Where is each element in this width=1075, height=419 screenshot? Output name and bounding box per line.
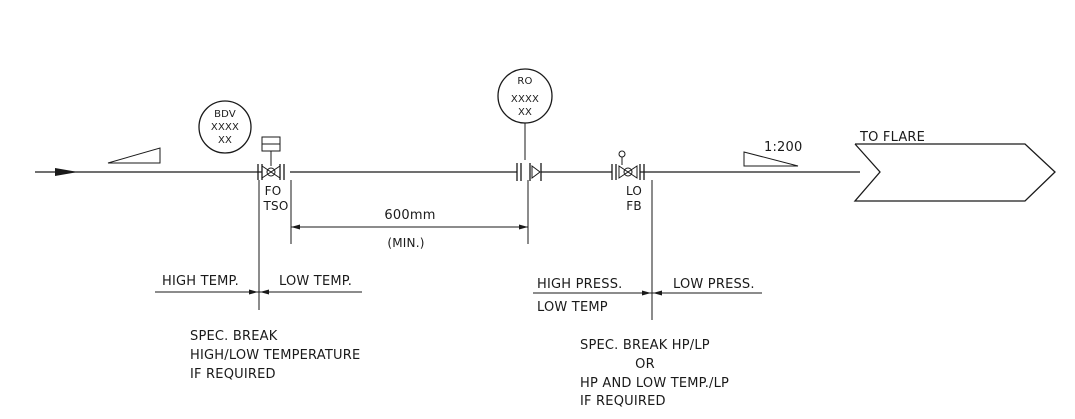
temp-note-line2: HIGH/LOW TEMPERATURE bbox=[190, 348, 360, 363]
ro-tag-line3: XX bbox=[518, 107, 532, 118]
low-temp-right-label: LOW TEMP bbox=[537, 300, 608, 315]
ro-tag-line1: RO bbox=[517, 76, 532, 87]
bdv-valve-icon bbox=[257, 136, 285, 180]
valve-left-label2: TSO bbox=[263, 199, 289, 213]
temp-break-annotation bbox=[155, 289, 362, 295]
bdv-tag-line2: XXXX bbox=[211, 122, 239, 133]
dimension-note: (MIN.) bbox=[387, 236, 424, 250]
valve-right-label1: LO bbox=[626, 184, 642, 198]
dimension-value: 600mm bbox=[384, 208, 435, 223]
ro-instrument-bubble: RO XXXX XX bbox=[497, 68, 553, 160]
valve-left-label1: FO bbox=[265, 184, 282, 198]
low-temp-label: LOW TEMP. bbox=[279, 274, 352, 289]
low-press-label: LOW PRESS. bbox=[673, 277, 755, 292]
slope-wedge-icon-left bbox=[107, 147, 161, 164]
dimension-600mm bbox=[291, 224, 528, 230]
ro-tag-line2: XXXX bbox=[511, 94, 539, 105]
pressure-note-line3: HP AND LOW TEMP./LP bbox=[580, 376, 729, 391]
temp-note-line3: IF REQUIRED bbox=[190, 367, 276, 382]
pressure-note-line2: OR bbox=[635, 357, 655, 372]
flow-arrow-icon bbox=[55, 168, 78, 176]
destination-label: TO FLARE bbox=[859, 130, 925, 145]
pressure-break-annotation bbox=[533, 290, 762, 296]
bdv-tag-line3: XX bbox=[218, 135, 232, 146]
lo-valve-icon bbox=[611, 150, 645, 180]
slope-label: 1:200 bbox=[764, 140, 802, 155]
high-temp-label: HIGH TEMP. bbox=[162, 274, 239, 289]
valve-right-label2: FB bbox=[626, 199, 642, 213]
bdv-instrument-bubble: BDV XXXX XX bbox=[198, 100, 252, 154]
restriction-orifice-icon bbox=[516, 163, 542, 181]
slope-wedge-icon-right bbox=[743, 151, 799, 167]
bdv-tag-line1: BDV bbox=[214, 109, 236, 120]
flare-pointer-icon bbox=[853, 143, 1056, 202]
high-press-label: HIGH PRESS. bbox=[537, 277, 623, 292]
pressure-note-line4: IF REQUIRED bbox=[580, 394, 666, 409]
pressure-note-line1: SPEC. BREAK HP/LP bbox=[580, 338, 710, 353]
temp-note-line1: SPEC. BREAK bbox=[190, 329, 278, 344]
